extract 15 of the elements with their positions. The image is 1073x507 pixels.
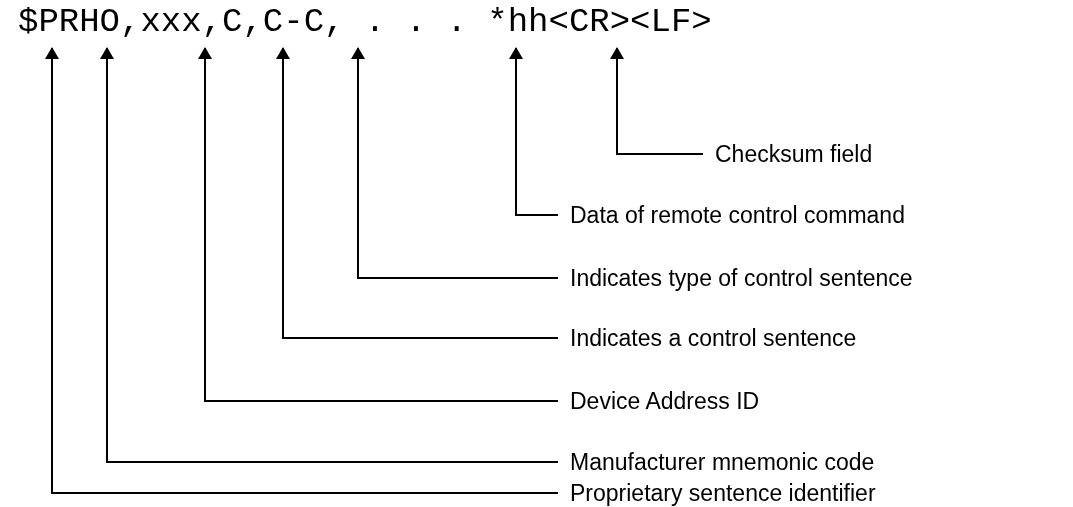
leader-line: [276, 47, 559, 339]
field-description: Device Address ID: [570, 387, 760, 415]
leader-line: [100, 47, 559, 463]
leader-line: [509, 47, 559, 216]
field-description: Checksum field: [715, 140, 873, 168]
field-description: Data of remote control command: [570, 201, 905, 229]
leader-line: [351, 47, 559, 279]
sentence-format: $PRHO,xxx,C,C-C, . . . *hh<CR><LF>: [18, 2, 712, 42]
field-description: Manufacturer mnemonic code: [570, 448, 875, 476]
leader-line: [610, 47, 704, 155]
field-description: Indicates a control sentence: [570, 324, 857, 352]
field-description: Indicates type of control sentence: [570, 264, 913, 292]
field-description: Proprietary sentence identifier: [570, 479, 876, 507]
leader-line: [45, 47, 559, 494]
leader-line: [198, 47, 559, 402]
